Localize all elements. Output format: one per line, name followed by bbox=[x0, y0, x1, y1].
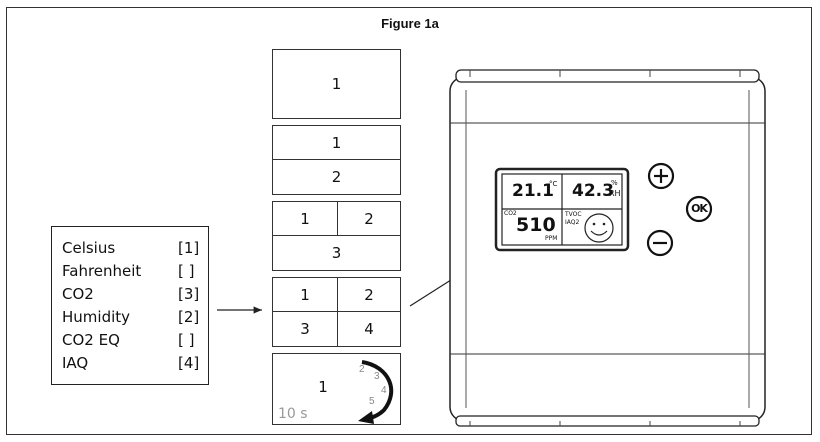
legend-row-fahrenheit: Fahrenheit [ ] bbox=[62, 262, 202, 284]
co2-label: CO2 bbox=[504, 210, 517, 217]
rotate-seq-5: 5 bbox=[369, 396, 375, 407]
layout-four-box: 1 2 3 4 bbox=[272, 277, 401, 347]
layout-cell: 3 bbox=[273, 312, 338, 346]
co2-unit: PPM bbox=[545, 235, 558, 242]
rotate-main-cell: 1 bbox=[318, 378, 328, 396]
display-settings-legend: Celsius [1] Fahrenheit [ ] CO2 [3] Humidity… bbox=[51, 226, 209, 385]
tvoc-label: TVOC bbox=[565, 211, 582, 218]
layout-cell: 1 bbox=[273, 278, 338, 312]
legend-label: Fahrenheit bbox=[62, 262, 142, 280]
legend-row-humidity: Humidity [2] bbox=[62, 308, 202, 330]
layout-cell: 2 bbox=[331, 168, 342, 186]
iaq-label: IAQ2 bbox=[565, 219, 580, 226]
legend-label: CO2 EQ bbox=[62, 331, 120, 349]
humidity-unit-rh: RH bbox=[609, 189, 621, 198]
layout-cell: 3 bbox=[331, 244, 342, 262]
plus-button[interactable] bbox=[647, 162, 675, 190]
legend-value: [2] bbox=[178, 308, 200, 326]
legend-row-celsius: Celsius [1] bbox=[62, 239, 202, 261]
temperature-value: 21.1 bbox=[512, 181, 554, 201]
rotate-arrow-icon bbox=[361, 360, 394, 421]
figure-title: Figure 1a bbox=[381, 16, 439, 31]
figure-frame bbox=[6, 7, 812, 435]
rotate-seq-4: 4 bbox=[381, 385, 387, 396]
legend-label: IAQ bbox=[62, 354, 89, 372]
layout-cell: 1 bbox=[273, 126, 400, 160]
legend-value: [ ] bbox=[178, 331, 195, 349]
legend-label: Celsius bbox=[62, 239, 116, 257]
legend-row-iaq: IAQ [4] bbox=[62, 354, 202, 376]
co2-value: 510 bbox=[516, 214, 556, 236]
layout-two-box: 1 2 bbox=[272, 125, 401, 195]
ok-button[interactable] bbox=[685, 195, 713, 223]
rotate-interval-label: 10 s bbox=[278, 406, 308, 422]
legend-row-co2-eq: CO2 EQ [ ] bbox=[62, 331, 202, 353]
legend-label: Humidity bbox=[62, 308, 131, 326]
layout-cell: 2 bbox=[338, 202, 400, 236]
rotate-arrowhead-icon bbox=[358, 411, 374, 424]
legend-value: [4] bbox=[178, 354, 200, 372]
layout-cell: 4 bbox=[364, 320, 374, 338]
legend-value: [ ] bbox=[178, 262, 195, 280]
humidity-unit-percent: % bbox=[611, 179, 618, 187]
legend-value: [1] bbox=[178, 239, 200, 257]
minus-button[interactable] bbox=[646, 229, 674, 257]
legend-value: [3] bbox=[178, 285, 200, 303]
layout-one-box: 1 bbox=[272, 49, 401, 119]
layout-three-box: 1 2 3 bbox=[272, 201, 401, 271]
rotate-seq-3: 3 bbox=[374, 371, 380, 382]
rotate-seq-2: 2 bbox=[359, 364, 365, 375]
device-screen bbox=[494, 167, 630, 252]
layout-cell: 2 bbox=[338, 278, 400, 312]
legend-label: CO2 bbox=[62, 285, 94, 303]
ok-button-label: OK bbox=[691, 202, 708, 215]
smiley-face-icon bbox=[584, 213, 614, 243]
legend-row-co2: CO2 [3] bbox=[62, 285, 202, 307]
layout-cell: 1 bbox=[273, 202, 338, 236]
temperature-unit: °C bbox=[549, 180, 558, 188]
humidity-value: 42.3 bbox=[572, 181, 614, 201]
layout-cell: 1 bbox=[331, 75, 342, 93]
